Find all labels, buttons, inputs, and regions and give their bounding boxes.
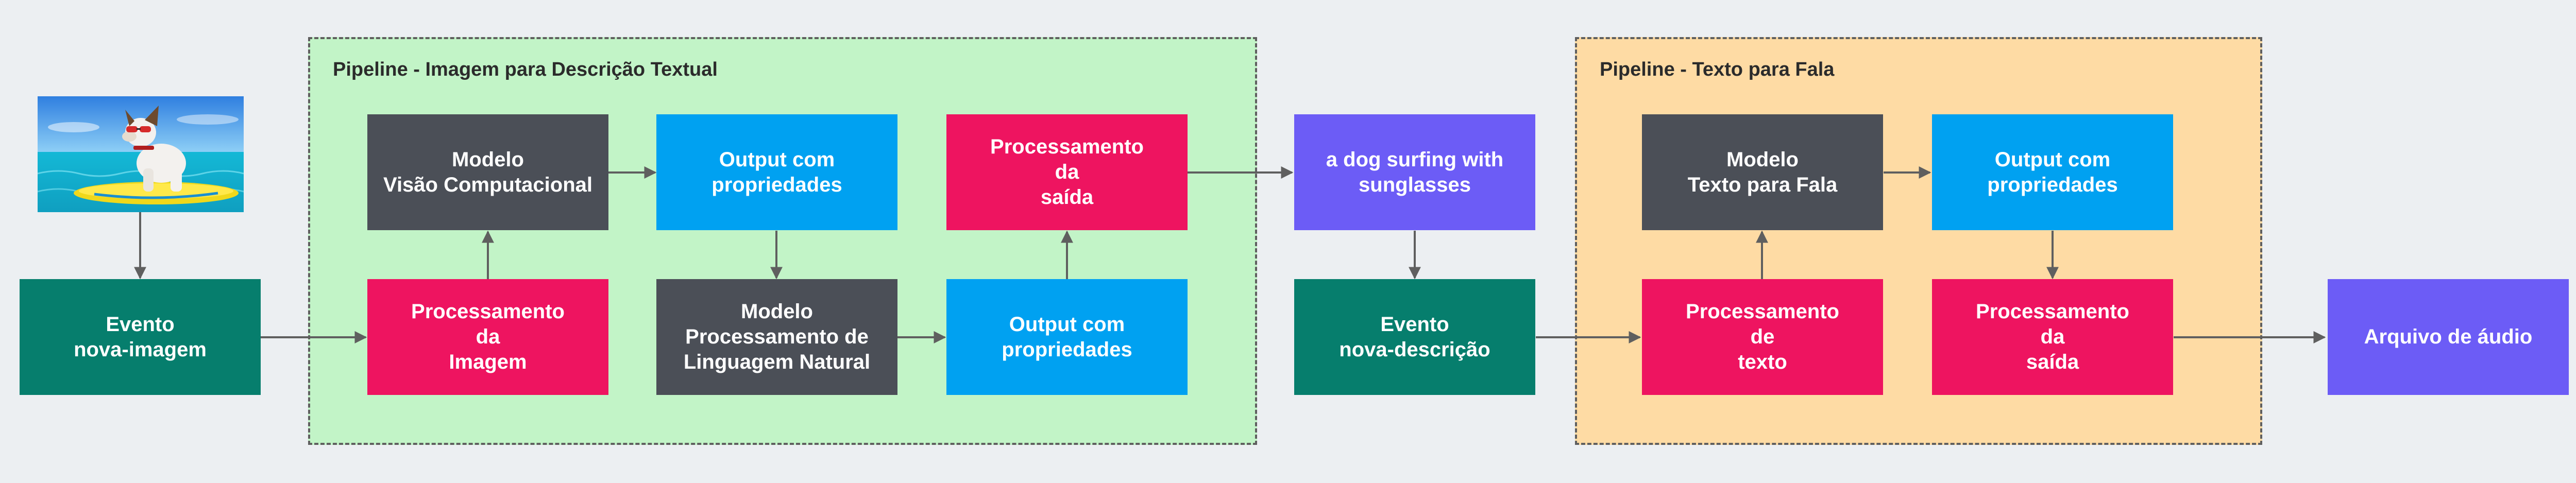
output-processing-node-1: Processamento da saída: [946, 114, 1188, 230]
vision-model-node: Modelo Visão Computacional: [367, 114, 608, 230]
audio-file-node: Arquivo de áudio: [2328, 279, 2569, 395]
speech-pipeline-title: Pipeline - Texto para Fala: [1600, 59, 1835, 80]
image-processing-node: Processamento da Imagem: [367, 279, 608, 395]
tts-model-node: Modelo Texto para Fala: [1642, 114, 1883, 230]
nlp-model-node: Modelo Processamento de Linguagem Natura…: [656, 279, 897, 395]
vision-output-node: Output com propriedades: [656, 114, 897, 230]
text-processing-node: Processamento de texto: [1642, 279, 1883, 395]
event-new-description-node: Evento nova-descrição: [1294, 279, 1535, 395]
event-new-image-node: Evento nova-imagem: [20, 279, 261, 395]
tts-output-node: Output com propriedades: [1932, 114, 2173, 230]
nlp-output-node: Output com propriedades: [946, 279, 1188, 395]
image-pipeline-title: Pipeline - Imagem para Descrição Textual: [333, 59, 718, 80]
dog-surfing-illustration: [38, 96, 244, 212]
dog-surfing-photo-icon: [38, 96, 244, 212]
caption-node: a dog surfing with sunglasses: [1294, 114, 1535, 230]
output-processing-node-2: Processamento da saída: [1932, 279, 2173, 395]
